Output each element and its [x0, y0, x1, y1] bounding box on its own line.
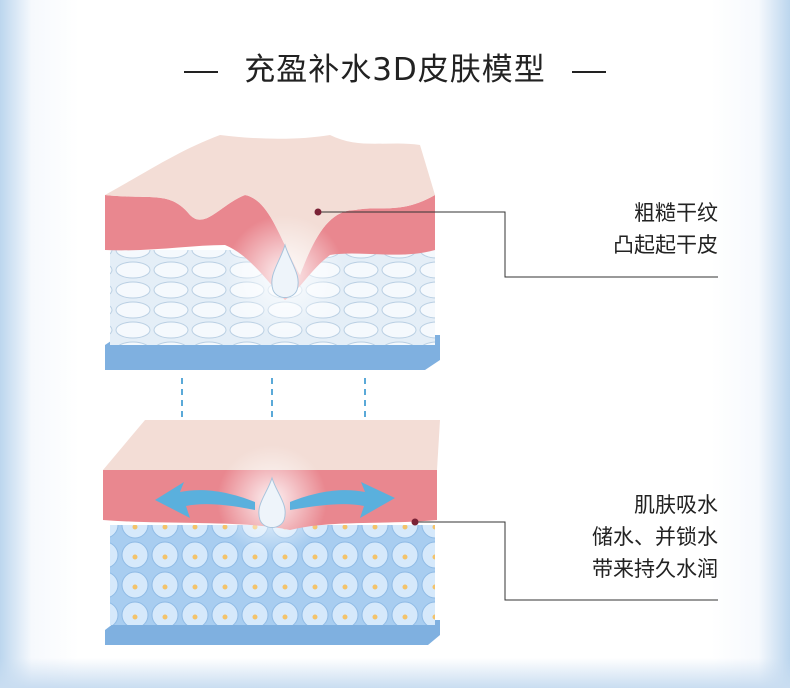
after-label: 肌肤吸水 储水、并锁水 带来持久水润	[592, 489, 718, 585]
title-text: 充盈补水3D皮肤模型	[244, 52, 546, 88]
water-drop-icon	[258, 476, 286, 528]
title-dash-left	[184, 70, 219, 73]
dry-skin-model	[105, 135, 440, 370]
right-arrow-icon	[290, 482, 395, 518]
background-fade	[0, 658, 790, 688]
epidermis-surface	[105, 135, 435, 275]
after-line-2: 储水、并锁水	[592, 525, 718, 549]
water-drop-icon	[271, 243, 299, 298]
title-dash-right	[571, 70, 606, 73]
before-line-1: 粗糙干纹	[634, 201, 718, 225]
hydrated-skin-model	[103, 420, 440, 645]
after-line-1: 肌肤吸水	[634, 493, 718, 517]
before-line-2: 凸起起干皮	[613, 233, 718, 257]
page-title: 充盈补水3D皮肤模型	[0, 44, 790, 89]
after-line-3: 带来持久水润	[592, 557, 718, 581]
leader-lines	[318, 211, 718, 601]
before-label: 粗糙干纹 凸起起干皮	[613, 197, 718, 261]
left-arrow-icon	[155, 482, 255, 518]
